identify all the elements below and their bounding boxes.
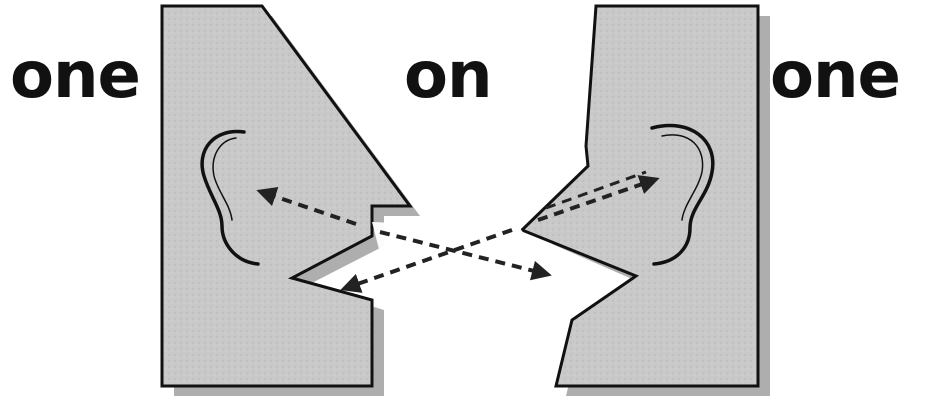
right-ear-icon [650, 123, 715, 266]
label-middle-on: on [404, 39, 493, 113]
arrow-left-to-right [379, 230, 552, 281]
label-left-one: one [10, 39, 141, 113]
arrow-right-to-left [340, 228, 513, 293]
right-head [519, 4, 760, 388]
arrow-right-mouth-to-right-ear [537, 175, 660, 222]
left-ear-icon [200, 129, 260, 266]
left-head [160, 4, 413, 388]
label-right-one: one [770, 39, 901, 113]
